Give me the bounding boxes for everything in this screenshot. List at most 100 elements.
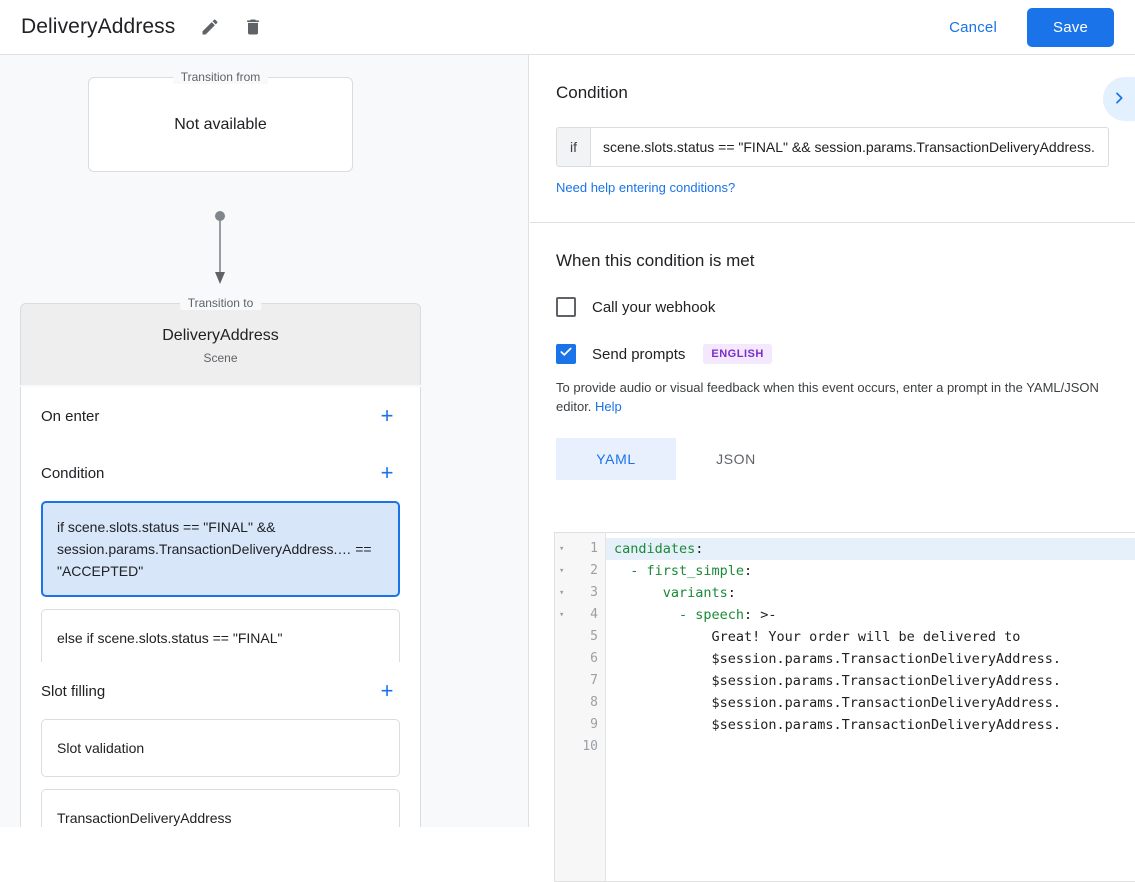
when-met-content: When this condition is met Call your web… [530, 223, 1135, 480]
editor-line-number: 7 [590, 673, 598, 688]
yaml-text-token: $session.params.TransactionDeliveryAddre… [614, 717, 1062, 733]
add-condition-button[interactable]: + [374, 460, 400, 486]
editor-code-line: $session.params.TransactionDeliveryAddre… [606, 714, 1135, 736]
top-app-bar: DeliveryAddress Cancel Save [0, 0, 1135, 55]
editor-line-number: 3 [590, 585, 598, 600]
slot-validation-item[interactable]: Slot validation [41, 719, 400, 777]
editor-code-line: $session.params.TransactionDeliveryAddre… [606, 692, 1135, 714]
section-title-condition: Condition [41, 464, 105, 482]
delete-button[interactable] [236, 10, 270, 44]
yaml-text-token: Great! Your order will be delivered to [614, 629, 1021, 645]
editor-code-line: variants: [606, 582, 1135, 604]
transition-to-subtitle: Scene [203, 351, 238, 365]
editor-format-tabs: YAML JSON [556, 438, 1109, 480]
edit-button[interactable] [193, 10, 227, 44]
fold-toggle-icon[interactable]: ▾ [559, 610, 565, 620]
webhook-checkbox-row[interactable]: Call your webhook [556, 297, 1109, 317]
editor-line-number-row: ▾2 [555, 560, 605, 582]
fold-toggle-icon[interactable]: ▾ [559, 588, 565, 598]
transition-connector-arrow [213, 210, 227, 290]
when-met-heading: When this condition is met [556, 251, 755, 270]
save-button[interactable]: Save [1027, 7, 1114, 47]
editor-line-number-row: 5 [555, 626, 605, 648]
expand-panel-button[interactable] [1103, 77, 1135, 121]
slot-item-transaction-delivery-address[interactable]: TransactionDeliveryAddress [41, 789, 400, 827]
yaml-text-token: $session.params.TransactionDeliveryAddre… [614, 651, 1062, 667]
transition-from-title: Not available [174, 115, 267, 133]
section-header-on-enter: On enter + [21, 387, 420, 444]
editor-line-number: 5 [590, 629, 598, 644]
yaml-text-token: $session.params.TransactionDeliveryAddre… [614, 695, 1062, 711]
editor-code-line [606, 736, 1135, 758]
section-slot-filling: Slot filling + Slot validation Transacti… [20, 662, 421, 827]
section-title-slot-filling: Slot filling [41, 682, 106, 700]
section-header-condition: Condition + [21, 444, 420, 501]
send-prompts-label: Send prompts [592, 345, 686, 363]
editor-line-number: 9 [590, 717, 598, 732]
editor-line-number-row: ▾3 [555, 582, 605, 604]
fold-toggle-icon[interactable]: ▾ [559, 544, 565, 554]
condition-section: Condition if Need help entering conditio… [530, 55, 1135, 197]
section-header-slot-filling: Slot filling + [21, 662, 420, 719]
editor-line-number-row: 9 [555, 714, 605, 736]
yaml-punct-token: : >- [744, 607, 777, 623]
transition-to-legend: Transition to [179, 296, 262, 310]
condition-item-selected[interactable]: if scene.slots.status == "FINAL" && sess… [41, 501, 400, 597]
editor-line-number: 2 [590, 563, 598, 578]
prompt-help-link[interactable]: Help [595, 399, 622, 414]
yaml-key-token: - speech [614, 607, 745, 623]
editor-line-number-row: 7 [555, 670, 605, 692]
section-condition: Condition + if scene.slots.status == "FI… [20, 444, 421, 680]
add-slot-filling-button[interactable]: + [374, 678, 400, 704]
yaml-key-token: variants [614, 585, 728, 601]
condition-item[interactable]: else if scene.slots.status == "FINAL" [41, 609, 400, 667]
fold-toggle-icon[interactable]: ▾ [559, 566, 565, 576]
prompt-helper-text: To provide audio or visual feedback when… [556, 378, 1109, 416]
tab-json[interactable]: JSON [676, 438, 796, 480]
editor-code-line: - speech: >- [606, 604, 1135, 626]
cancel-button[interactable]: Cancel [935, 10, 1011, 45]
yaml-key-token: - first_simple [614, 563, 745, 579]
when-condition-met-section: When this condition is met Call your web… [530, 223, 1135, 480]
prompt-helper-sentence: To provide audio or visual feedback when… [556, 380, 1099, 414]
editor-line-number: 1 [590, 541, 598, 556]
send-prompts-checkbox[interactable] [556, 344, 576, 364]
editor-line-number: 4 [590, 607, 598, 622]
editor-line-number-row: 8 [555, 692, 605, 714]
checkmark-icon [559, 345, 573, 364]
transition-to-title: DeliveryAddress [162, 327, 279, 344]
send-prompts-checkbox-row[interactable]: Send prompts ENGLISH [556, 344, 1109, 364]
call-webhook-checkbox[interactable] [556, 297, 576, 317]
tab-yaml[interactable]: YAML [556, 438, 676, 480]
transition-from-legend: Transition from [172, 70, 269, 84]
main-content: Transition from Not available Transition… [0, 55, 1135, 882]
editor-line-number: 6 [590, 651, 598, 666]
add-on-enter-button[interactable]: + [374, 403, 400, 429]
pencil-icon [200, 17, 220, 37]
editor-line-number-row: ▾4 [555, 604, 605, 626]
editor-code-area[interactable]: candidates: - first_simple: variants: - … [606, 533, 1135, 881]
call-webhook-label: Call your webhook [592, 298, 716, 316]
editor-code-line: Great! Your order will be delivered to [606, 626, 1135, 648]
editor-line-number: 8 [590, 695, 598, 710]
editor-line-number-row: 10 [555, 736, 605, 758]
page-title: DeliveryAddress [21, 15, 176, 38]
pane-divider [530, 222, 1135, 223]
section-title-on-enter: On enter [41, 407, 100, 425]
condition-input[interactable] [591, 128, 1108, 166]
yaml-punct-token: : [744, 563, 753, 579]
editor-code-line: $session.params.TransactionDeliveryAddre… [606, 670, 1135, 692]
condition-help-link[interactable]: Need help entering conditions? [556, 180, 736, 195]
language-badge: ENGLISH [703, 344, 772, 364]
editor-code-line: $session.params.TransactionDeliveryAddre… [606, 648, 1135, 670]
chevron-right-icon [1111, 90, 1127, 109]
transition-to-node[interactable]: Transition to DeliveryAddress Scene [20, 296, 421, 385]
transition-from-node[interactable]: Transition from Not available [88, 70, 353, 172]
yaml-punct-token: : [695, 541, 704, 557]
trash-icon [243, 17, 263, 37]
editor-line-number-row: ▾1 [555, 538, 605, 560]
section-on-enter: On enter + [20, 387, 421, 445]
editor-code-line: - first_simple: [606, 560, 1135, 582]
